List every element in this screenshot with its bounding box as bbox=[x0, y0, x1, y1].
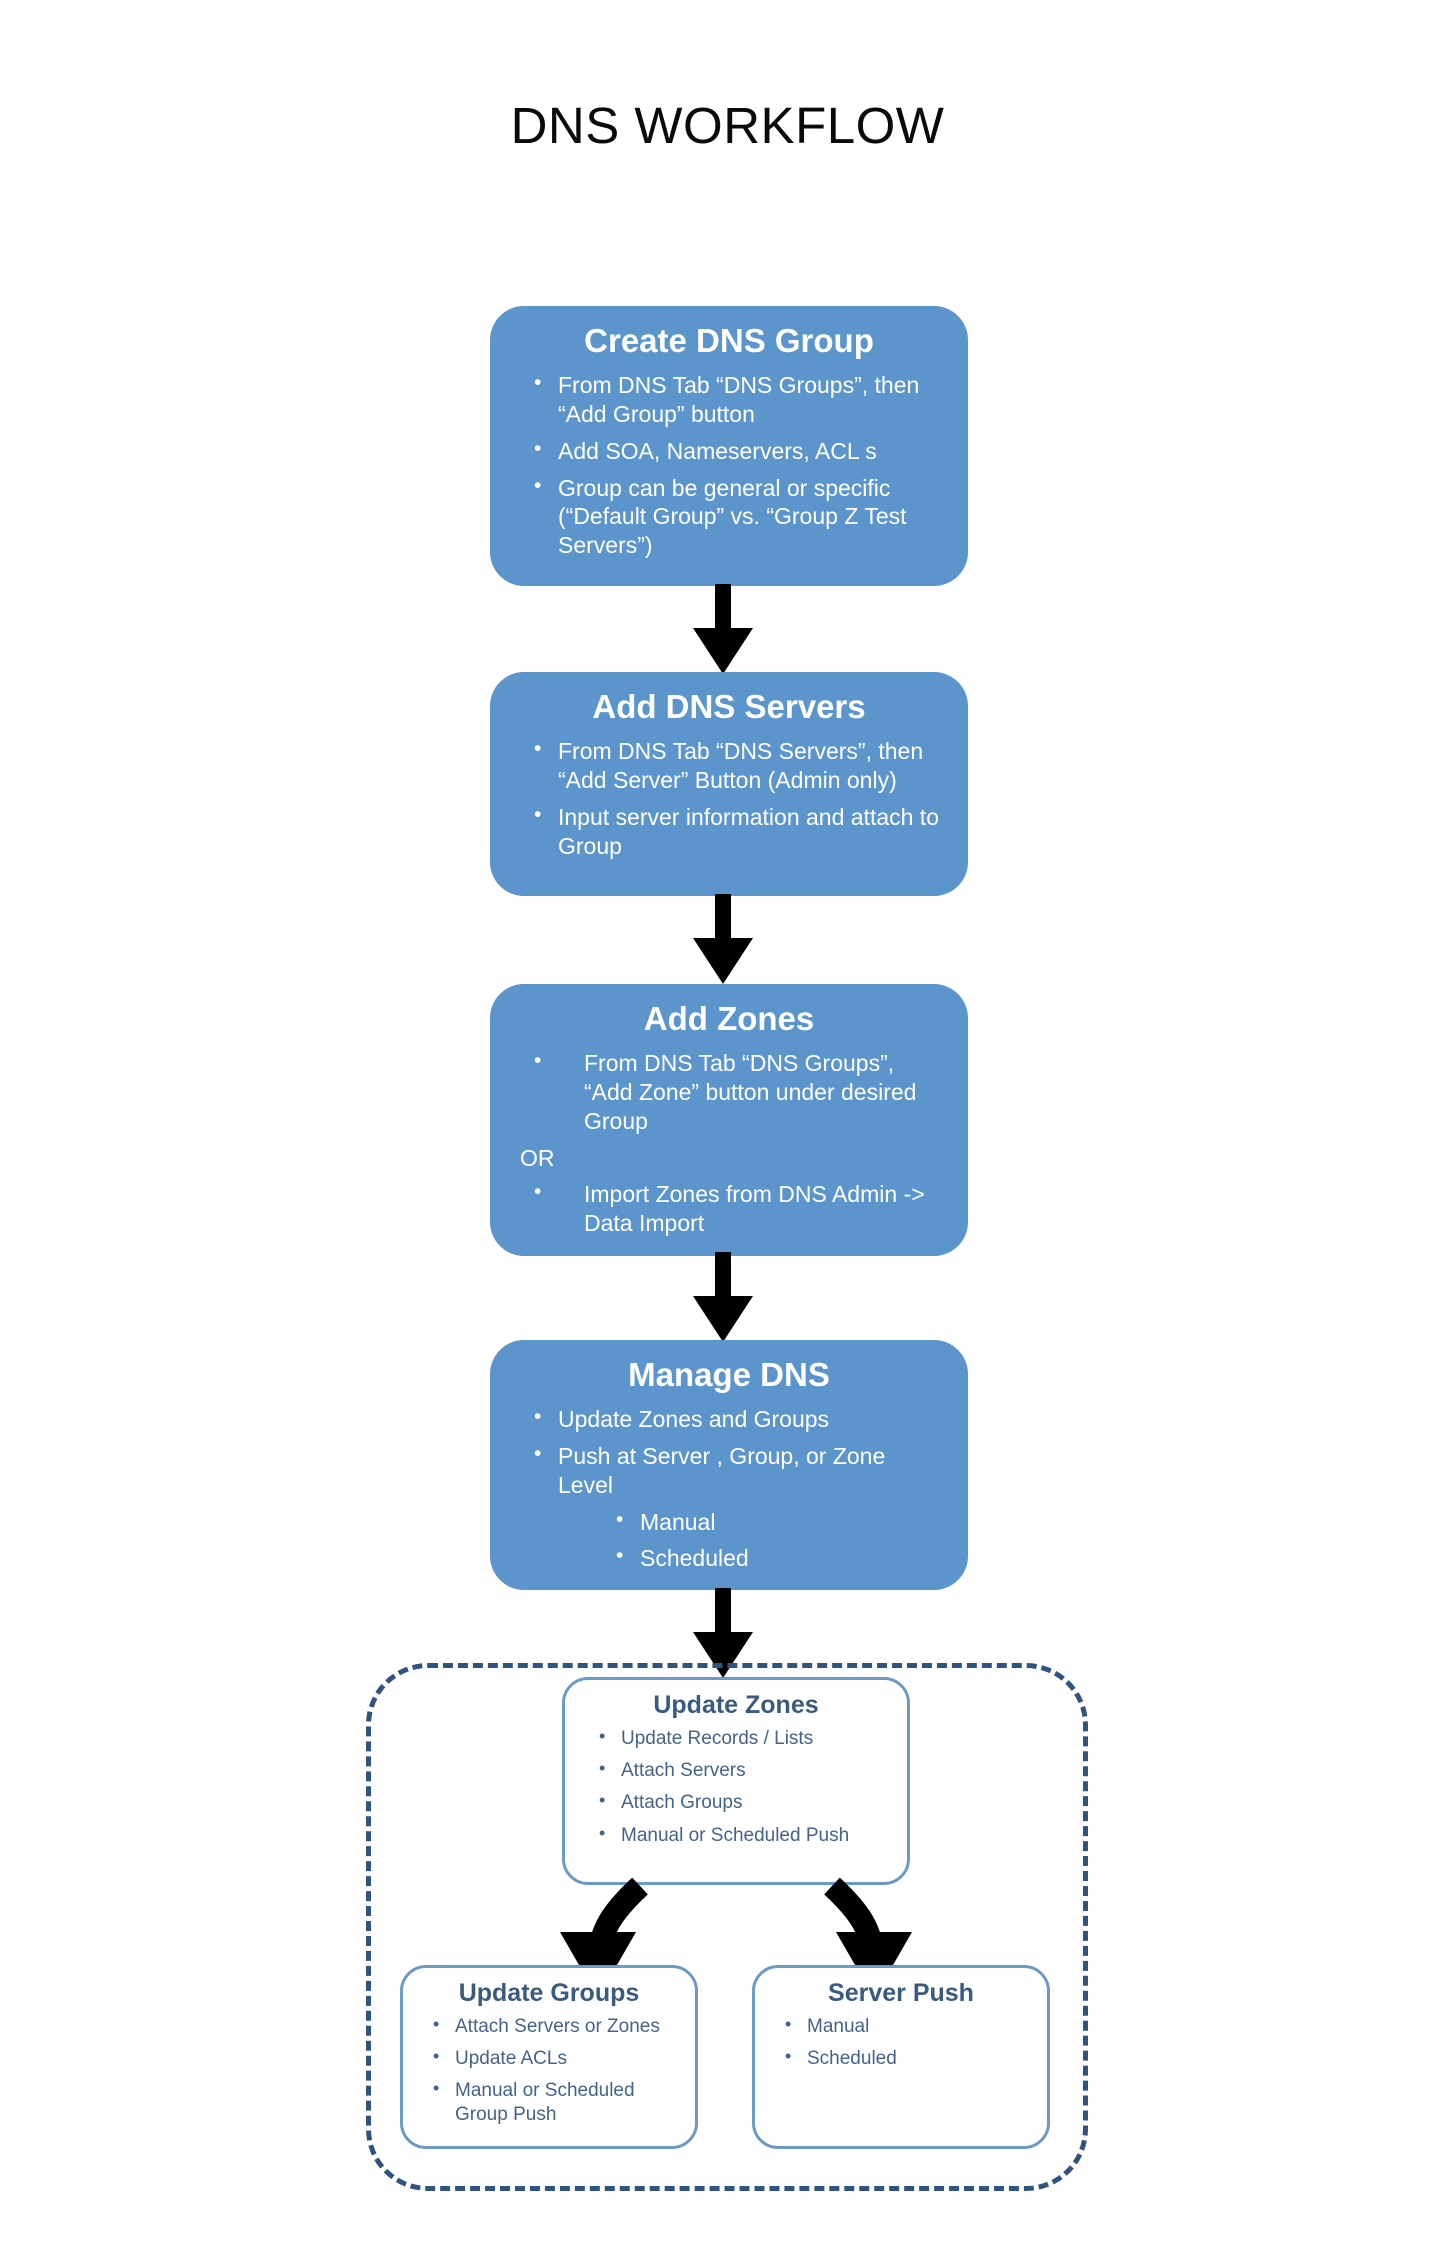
bullet-item: From DNS Tab “DNS Groups”, “Add Zone” bu… bbox=[512, 1048, 946, 1135]
sub-title-update-groups: Update Groups bbox=[458, 1979, 640, 2007]
arrow-down-icon-2 bbox=[693, 894, 753, 984]
process-bullet-list-manage-dns: Update Zones and Groups Push at Server ,… bbox=[512, 1404, 946, 1573]
process-title-create-dns-group: Create DNS Group bbox=[584, 322, 874, 359]
sub-box-update-groups[interactable]: Update Groups Attach Servers or Zones Up… bbox=[400, 1965, 698, 2149]
process-box-add-zones[interactable]: Add Zones From DNS Tab “DNS Groups”, “Ad… bbox=[490, 984, 968, 1256]
bullet-item: Import Zones from DNS Admin -> Data Impo… bbox=[512, 1179, 946, 1238]
bullet-item: Attach Servers or Zones bbox=[419, 2014, 679, 2038]
bullet-item: Input server information and attach to G… bbox=[512, 802, 946, 861]
bullet-item: Manual or Scheduled Group Push bbox=[419, 2078, 679, 2125]
process-box-manage-dns[interactable]: Manage DNS Update Zones and Groups Push … bbox=[490, 1340, 968, 1590]
bullet-item: Update Records / Lists bbox=[581, 1726, 891, 1750]
sub-bullet-list-update-groups: Attach Servers or Zones Update ACLs Manu… bbox=[419, 2014, 679, 2126]
bullet-item: Attach Groups bbox=[581, 1790, 891, 1814]
process-box-create-dns-group[interactable]: Create DNS Group From DNS Tab “DNS Group… bbox=[490, 306, 968, 586]
bullet-item: From DNS Tab “DNS Servers”, then “Add Se… bbox=[512, 736, 946, 795]
sub-box-server-push[interactable]: Server Push Manual Scheduled bbox=[752, 1965, 1050, 2149]
sub-bullet-list-server-push: Manual Scheduled bbox=[771, 2014, 1031, 2070]
process-bullet-list-add-dns-servers: From DNS Tab “DNS Servers”, then “Add Se… bbox=[512, 736, 946, 861]
process-title-add-dns-servers: Add DNS Servers bbox=[592, 688, 866, 725]
bullet-item: Add SOA, Nameservers, ACL s bbox=[512, 436, 946, 466]
arrow-down-icon-1 bbox=[693, 584, 753, 674]
bullet-item: Update ACLs bbox=[419, 2046, 679, 2070]
bullet-item: From DNS Tab “DNS Groups”, then “Add Gro… bbox=[512, 370, 946, 429]
process-title-manage-dns: Manage DNS bbox=[628, 1356, 830, 1393]
sub-bullet-list-update-zones: Update Records / Lists Attach Servers At… bbox=[581, 1726, 891, 1847]
process-bullet-list-create-dns-group: From DNS Tab “DNS Groups”, then “Add Gro… bbox=[512, 370, 946, 560]
bullet-item: Push at Server , Group, or Zone Level bbox=[512, 1441, 946, 1500]
bullet-item: Manual or Scheduled Push bbox=[581, 1823, 891, 1847]
bullet-item: Group can be general or specific (“Defau… bbox=[512, 472, 946, 560]
bullet-item: Update Zones and Groups bbox=[512, 1404, 946, 1434]
bullet-item: Scheduled bbox=[771, 2046, 1031, 2070]
bullet-item: Attach Servers bbox=[581, 1758, 891, 1782]
process-box-add-dns-servers[interactable]: Add DNS Servers From DNS Tab “DNS Server… bbox=[490, 672, 968, 896]
bullet-item: Manual bbox=[771, 2014, 1031, 2038]
dashed-group-container bbox=[366, 1663, 1088, 2191]
process-bullet-list-add-zones: From DNS Tab “DNS Groups”, “Add Zone” bu… bbox=[512, 1048, 946, 1238]
sub-bullet-item: Manual bbox=[512, 1507, 946, 1537]
sub-bullet-item: Scheduled bbox=[512, 1543, 946, 1573]
or-separator-label: OR bbox=[520, 1144, 555, 1171]
sub-box-update-zones[interactable]: Update Zones Update Records / Lists Atta… bbox=[562, 1677, 910, 1885]
sub-title-server-push: Server Push bbox=[828, 1979, 974, 2007]
arrow-down-icon-4 bbox=[693, 1588, 753, 1678]
page-title: DNS WORKFLOW bbox=[510, 97, 945, 154]
sub-title-update-zones: Update Zones bbox=[653, 1691, 819, 1719]
process-title-add-zones: Add Zones bbox=[643, 1000, 815, 1037]
arrow-down-icon-3 bbox=[693, 1252, 753, 1342]
